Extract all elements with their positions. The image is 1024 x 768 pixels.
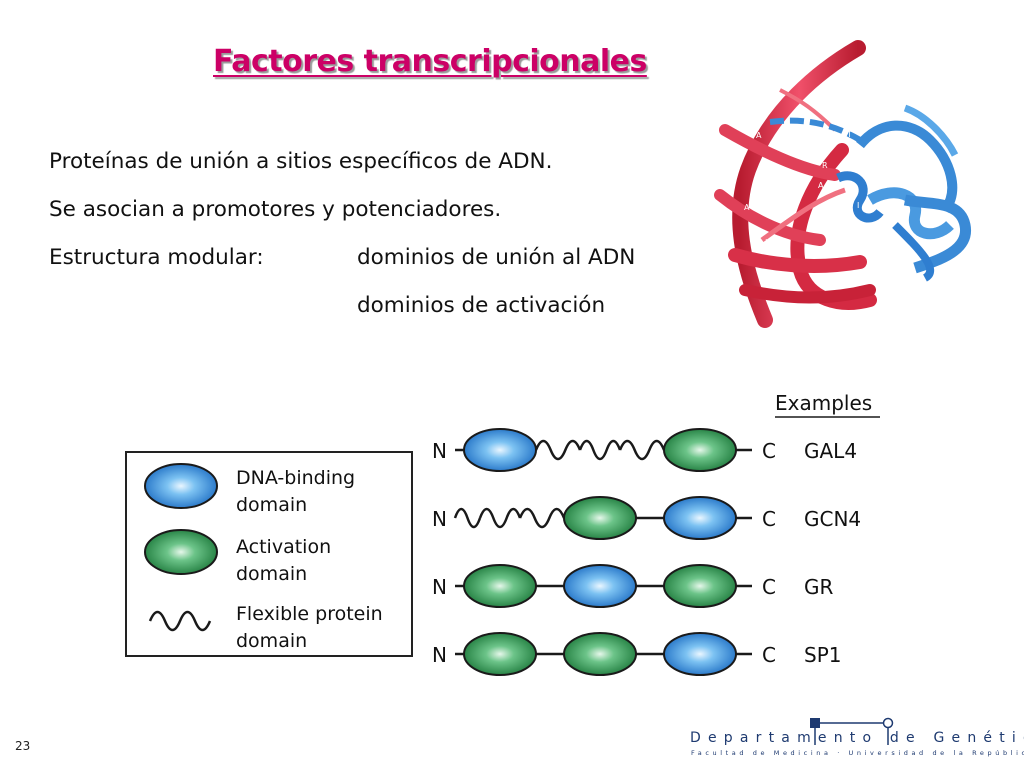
bullet-line-1: Proteínas de unión a sitios específicos … xyxy=(49,149,553,174)
c-terminus-label: C xyxy=(762,439,776,463)
flexible-linker xyxy=(453,507,482,529)
dna-letter: A xyxy=(850,150,856,159)
dna-helix xyxy=(714,40,877,328)
legend-flexible-wave xyxy=(148,610,212,632)
activation-domain xyxy=(663,428,737,472)
flexible-linker xyxy=(618,439,666,461)
example-name: GCN4 xyxy=(804,507,861,531)
flexible-linker xyxy=(534,439,582,461)
bullet-line-3: Estructura modular: dominios de unión al… xyxy=(49,245,635,270)
dna-letter: T xyxy=(846,130,852,139)
dna-letter-labels: T A R T A R A T A N I A T Q X xyxy=(729,101,859,247)
legend-activation-label-1: Activation xyxy=(236,536,331,558)
dna-letter: I xyxy=(857,201,859,210)
legend-symbols xyxy=(144,463,218,632)
activation-domain xyxy=(563,632,637,676)
dna-letter: Q xyxy=(838,211,844,220)
example-name: SP1 xyxy=(804,643,841,667)
faculty-name: Facultad de Medicina · Universidad de la… xyxy=(691,749,1024,757)
dna-letter: A xyxy=(744,203,750,212)
activation-domain xyxy=(463,632,537,676)
page-title: Factores transcripcionales xyxy=(213,44,647,79)
legend-activation-oval xyxy=(144,529,218,575)
activation-domain xyxy=(663,564,737,608)
c-terminus-label: C xyxy=(762,643,776,667)
department-name: Departamento de Genética xyxy=(690,730,1024,746)
legend-box xyxy=(125,451,413,657)
structure-label: Estructura modular: xyxy=(49,245,264,270)
dna-letter: R xyxy=(822,161,828,170)
bullet-line-2: Se asocian a promotores y potenciadores. xyxy=(49,197,502,222)
dna-letter: A xyxy=(756,131,762,140)
n-terminus-label: N xyxy=(432,507,447,531)
activation-domain xyxy=(563,496,637,540)
protein-ribbon xyxy=(769,104,971,282)
examples-header: Examples xyxy=(775,391,872,415)
legend-dna-binding-oval xyxy=(144,463,218,509)
dna-letter: X xyxy=(765,238,771,247)
n-terminus-label: N xyxy=(432,439,447,463)
example-row-gal4: N C GAL4 xyxy=(432,428,857,472)
dna-binding-domain xyxy=(563,564,637,608)
legend-activation-label-2: domain xyxy=(236,563,307,585)
dna-binding-domain xyxy=(663,632,737,676)
flexible-linker xyxy=(518,507,566,529)
dna-letter: A xyxy=(735,145,741,154)
example-row-gcn4: N C GCN4 xyxy=(432,496,861,540)
example-row-sp1: N C SP1 xyxy=(432,632,841,676)
legend-flexible-label-1: Flexible protein xyxy=(236,603,383,625)
n-terminus-label: N xyxy=(432,643,447,667)
flexible-domain xyxy=(478,507,522,529)
example-row-gr: N C GR xyxy=(432,564,833,608)
dna-binding-domain xyxy=(463,428,537,472)
c-terminus-label: C xyxy=(762,507,776,531)
c-terminus-label: C xyxy=(762,575,776,599)
legend-flexible-label-2: domain xyxy=(236,630,307,652)
dna-protein-illustration: T A R T A R A T A N I A T Q X xyxy=(714,40,971,328)
dna-letter: T xyxy=(782,213,788,222)
legend-dna-binding-label-2: domain xyxy=(236,494,307,516)
dna-letter: T xyxy=(729,173,735,182)
slide-number: 23 xyxy=(15,739,31,753)
flexible-domain xyxy=(578,439,622,461)
dna-letter: T xyxy=(851,101,857,110)
dna-binding-domain xyxy=(663,496,737,540)
legend-dna-binding-label-1: DNA-binding xyxy=(236,467,355,489)
activation-domain xyxy=(463,564,537,608)
dna-letter: R xyxy=(796,146,802,155)
legend-labels: DNA-binding domain Activation domain Fle… xyxy=(236,467,383,652)
structure-value-2: dominios de activación xyxy=(357,293,606,318)
example-name: GR xyxy=(804,575,833,599)
structure-value-1: dominios de unión al ADN xyxy=(357,245,636,270)
example-name: GAL4 xyxy=(804,439,857,463)
n-terminus-label: N xyxy=(432,575,447,599)
dna-letter: N xyxy=(845,182,851,191)
dna-letter: A xyxy=(818,181,824,190)
